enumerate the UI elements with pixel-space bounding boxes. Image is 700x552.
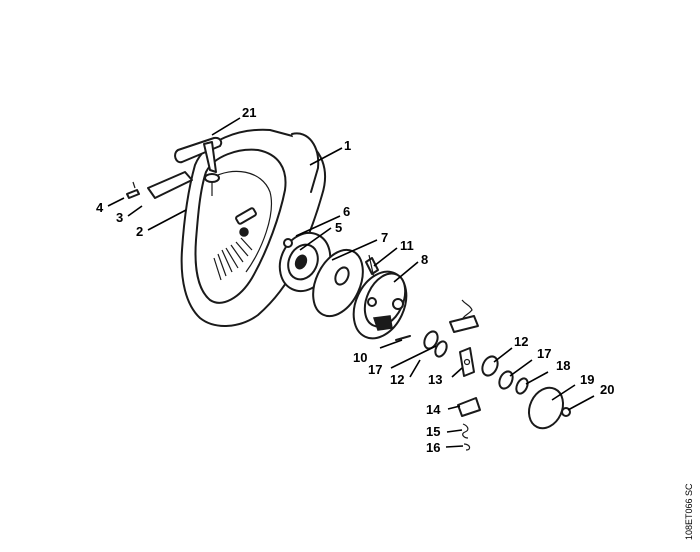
callout-16: 16 bbox=[426, 440, 440, 455]
callout-20: 20 bbox=[600, 382, 614, 397]
callout-21: 21 bbox=[242, 105, 256, 120]
washer-12b bbox=[481, 355, 499, 377]
brake-spring bbox=[462, 423, 469, 439]
callout-4: 4 bbox=[96, 200, 104, 215]
pin-10 bbox=[395, 335, 411, 341]
callout-8: 8 bbox=[421, 252, 428, 267]
callout-14: 14 bbox=[426, 402, 441, 417]
pin bbox=[126, 181, 140, 199]
drawing-code: 108ET066 SC bbox=[684, 483, 694, 540]
plate bbox=[147, 171, 193, 199]
brake-plate bbox=[457, 397, 481, 417]
callout-10: 10 bbox=[353, 350, 367, 365]
callout-12-left: 12 bbox=[390, 372, 404, 387]
clip bbox=[463, 443, 471, 451]
washer-17a bbox=[434, 340, 448, 358]
starter-grip-handle bbox=[174, 136, 223, 196]
callout-3: 3 bbox=[116, 210, 123, 225]
callout-17-right: 17 bbox=[537, 346, 551, 361]
callout-5: 5 bbox=[335, 220, 342, 235]
housing-fins bbox=[213, 237, 253, 281]
fan-housing bbox=[180, 128, 326, 327]
callout-2: 2 bbox=[136, 224, 143, 239]
spring-clip bbox=[449, 299, 479, 333]
washer-17b bbox=[498, 370, 514, 390]
callout-17-left: 17 bbox=[368, 362, 382, 377]
rope-rotor bbox=[278, 231, 332, 293]
cover-disc bbox=[527, 386, 565, 430]
washer-12a bbox=[423, 330, 439, 350]
spring-washer bbox=[515, 377, 529, 395]
rewind-spring bbox=[365, 254, 379, 279]
spring-housing bbox=[352, 270, 408, 340]
callout-15: 15 bbox=[426, 424, 440, 439]
callout-13: 13 bbox=[428, 372, 442, 387]
callout-6: 6 bbox=[343, 204, 350, 219]
callouts: 1 2 3 4 6 5 7 11 8 10 17 12 13 12 17 18 … bbox=[96, 105, 614, 455]
callout-19: 19 bbox=[580, 372, 594, 387]
callout-12-right: 12 bbox=[514, 334, 528, 349]
callout-7: 7 bbox=[381, 230, 388, 245]
callout-11: 11 bbox=[400, 238, 414, 253]
callout-18: 18 bbox=[556, 358, 570, 373]
leader-lines bbox=[107, 117, 595, 448]
callout-1: 1 bbox=[344, 138, 351, 153]
pawl bbox=[459, 347, 475, 377]
